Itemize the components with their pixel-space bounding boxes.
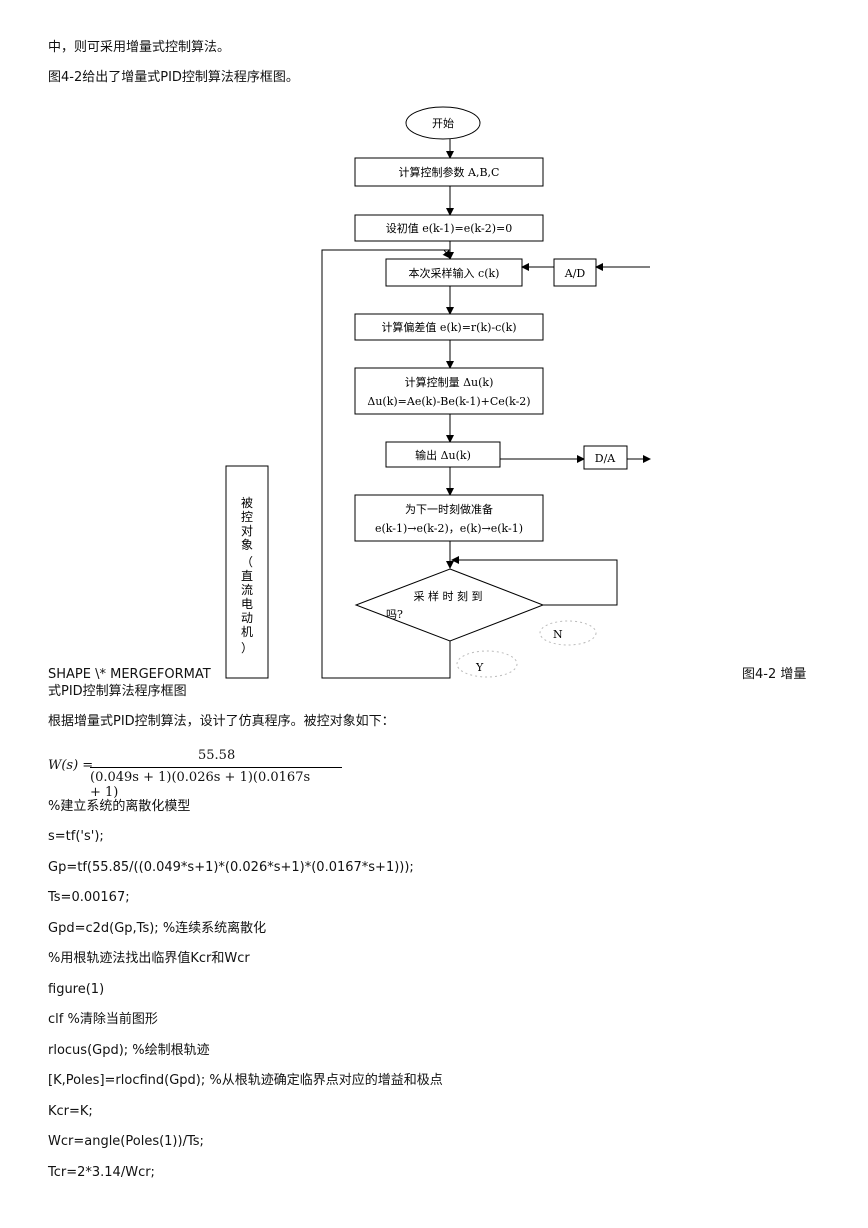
plant-char: 直 [241, 569, 253, 583]
start-label: 开始 [432, 116, 454, 130]
figure-label: 图4-2 增量 [742, 667, 807, 682]
prepare-next-label-2: e(k-1)→e(k-2)，e(k)→e(k-1) [375, 522, 523, 535]
plant-char: 动 [241, 611, 253, 625]
intro-line-2: 图4-2给出了增量式PID控制算法程序框图。 [48, 70, 299, 85]
code-line: Kcr=K; [48, 1104, 93, 1119]
code-line: figure(1) [48, 982, 105, 997]
formula-denominator: (0.049s + 1)(0.026s + 1)(0.0167s + 1) [90, 770, 311, 800]
intro-line-1: 中，则可采用增量式控制算法。 [48, 40, 231, 55]
compute-params-box [354, 157, 544, 187]
plant-box [225, 465, 269, 679]
control-increment-label-1: 计算控制量 Δu(k) [405, 375, 494, 389]
transfer-function-formula: W(s) = 55.58 (0.049s + 1)(0.026s + 1)(0.… [48, 748, 342, 800]
init-values-label: 设初值 e(k-1)=e(k-2)=0 [386, 221, 513, 235]
formula-numerator: 55.58 [198, 748, 236, 763]
plant-char: 流 [241, 583, 253, 597]
code-line: clf %清除当前图形 [48, 1012, 158, 1027]
ad-box [553, 258, 597, 287]
sample-input-label: 本次采样输入 c(k) [409, 266, 500, 280]
control-increment-label-2: Δu(k)=Ae(k)-Be(k-1)+Ce(k-2) [367, 395, 530, 408]
output-label: 输出 Δu(k) [415, 448, 471, 462]
code-line: [K,Poles]=rlocfind(Gpd); %从根轨迹确定临界点对应的增益… [48, 1073, 443, 1088]
decision-label-1: 采 样 时 刻 到 [414, 589, 483, 603]
label-n: N [553, 628, 563, 641]
code-line: Ts=0.00167; [48, 890, 130, 905]
ad-label: A/D [564, 267, 586, 280]
flowchart: 开始 计算控制参数 A,B,C 设初值 e(k-1)=e(k-2)=0 本次采样… [225, 106, 651, 679]
sample-input-box [385, 258, 523, 287]
output-box [385, 441, 501, 468]
plant-char: ） [241, 641, 253, 655]
shape-field-text: SHAPE \* MERGEFORMAT [48, 667, 211, 682]
code-line: s=tf('s'); [48, 829, 104, 844]
loop-back-line [321, 249, 451, 679]
label-y: Y [475, 661, 484, 674]
plant-char: （ [241, 555, 253, 569]
start-node [405, 106, 481, 140]
code-line: Tcr=2*3.14/Wcr; [48, 1165, 155, 1180]
plant-char: 机 [241, 625, 253, 639]
compute-params-label: 计算控制参数 A,B,C [399, 165, 500, 179]
code-line: Gp=tf(55.85/((0.049*s+1)*(0.026*s+1)*(0.… [48, 860, 414, 875]
fraction-bar [90, 767, 342, 768]
code-line: %建立系统的离散化模型 [48, 799, 191, 814]
plant-char: 被 [241, 496, 253, 510]
error-label: 计算偏差值 e(k)=r(k)-c(k) [381, 320, 516, 334]
plant-char: 对 [241, 524, 253, 538]
da-box [583, 445, 628, 470]
plant-char: 电 [241, 597, 253, 611]
prepare-next-label-1: 为下一时刻做准备 [405, 502, 493, 516]
prepare-next-box [354, 494, 544, 542]
formula-lhs: W(s) = [48, 758, 94, 773]
control-increment-box [354, 367, 544, 415]
decision-node [354, 568, 545, 642]
figure-caption-continuation: 式PID控制算法程序框图 [48, 684, 187, 699]
error-box [354, 313, 544, 341]
code-line: rlocus(Gpd); %绘制根轨迹 [48, 1043, 210, 1058]
plant-label: 被 控 对 象 （ 直 流 电 动 机 ） [241, 496, 253, 655]
init-values-box [354, 214, 544, 242]
code-line: %用根轨迹法找出临界值Kcr和Wcr [48, 951, 250, 966]
plant-char: 控 [241, 510, 253, 524]
plant-char: 象 [241, 538, 253, 552]
no-loop-line [451, 556, 618, 606]
da-label: D/A [595, 452, 617, 465]
body-paragraph: 根据增量式PID控制算法，设计了仿真程序。被控对象如下： [48, 714, 395, 729]
code-line: Wcr=angle(Poles(1))/Ts; [48, 1134, 204, 1149]
code-line: Gpd=c2d(Gp,Ts); %连续系统离散化 [48, 921, 267, 936]
decision-label-2: 吗? [386, 608, 403, 621]
